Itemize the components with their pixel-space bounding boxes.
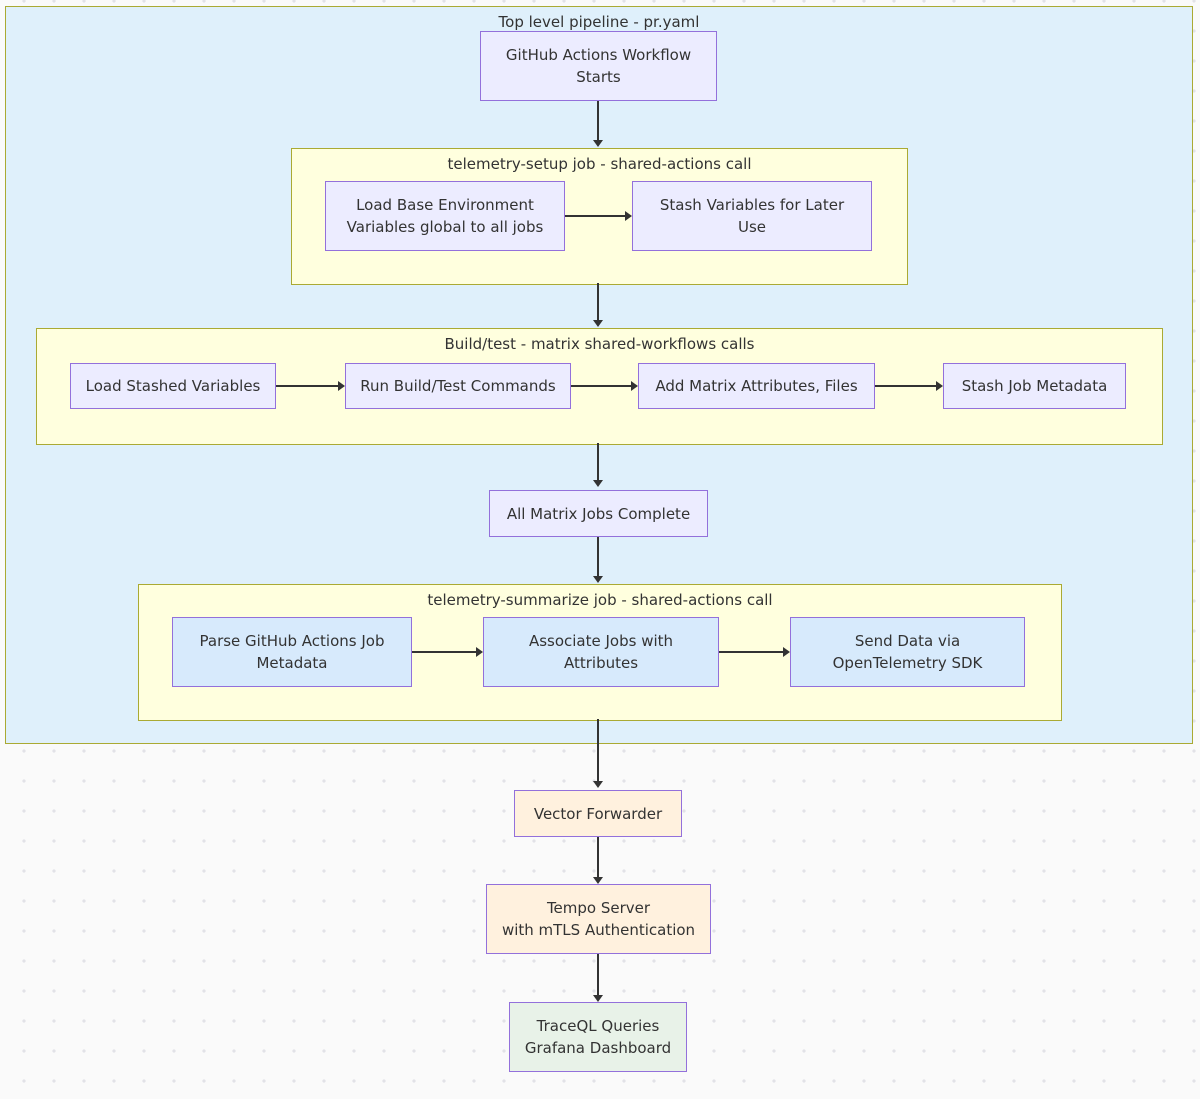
node-stash-variables-for-later-use: Stash Variables for Later Use <box>632 181 872 251</box>
node-add-matrix-attributes-files: Add Matrix Attributes, Files <box>638 363 875 409</box>
node-load-base-environment-variables: Load Base Environment Variables global t… <box>325 181 565 251</box>
edge-tempo-to-traceql-arrow <box>593 954 603 1002</box>
node-traceql-grafana-dashboard: TraceQL Queries Grafana Dashboard <box>509 1002 687 1072</box>
cluster-title-build-test-matrix: Build/test - matrix shared-workflows cal… <box>444 335 755 353</box>
node-run-build-test-commands: Run Build/Test Commands <box>345 363 571 409</box>
edge-parse-to-associate-arrow <box>412 647 483 657</box>
edge-vector-to-tempo-arrow <box>593 837 603 884</box>
node-send-data-via-opentelemetry-sdk: Send Data via OpenTelemetry SDK <box>790 617 1025 687</box>
edge-loadbase-to-stashvars-arrow <box>565 211 632 221</box>
node-stash-job-metadata: Stash Job Metadata <box>943 363 1126 409</box>
edge-complete-to-summarize-arrow <box>593 537 603 583</box>
node-tempo-server-mtls: Tempo Server with mTLS Authentication <box>486 884 711 954</box>
node-all-matrix-jobs-complete: All Matrix Jobs Complete <box>489 490 708 537</box>
edge-summarize-to-vector-arrow <box>593 719 603 788</box>
node-github-actions-workflow-starts: GitHub Actions Workflow Starts <box>480 31 717 101</box>
edge-start-to-setup-arrow <box>593 101 603 147</box>
node-load-stashed-variables: Load Stashed Variables <box>70 363 276 409</box>
edge-build-to-complete-arrow <box>593 443 603 487</box>
edge-setup-to-build-arrow <box>593 283 603 327</box>
node-parse-github-actions-job-metadata: Parse GitHub Actions Job Metadata <box>172 617 412 687</box>
cluster-title-top-level-pipeline: Top level pipeline - pr.yaml <box>498 13 700 31</box>
edge-addmatrix-to-stashmeta-arrow <box>875 381 943 391</box>
edge-loadstashed-to-runbuild-arrow <box>276 381 345 391</box>
cluster-title-telemetry-setup: telemetry-setup job - shared-actions cal… <box>447 155 752 173</box>
node-vector-forwarder: Vector Forwarder <box>514 790 682 837</box>
cluster-title-telemetry-summarize: telemetry-summarize job - shared-actions… <box>427 591 773 609</box>
edge-associate-to-send-arrow <box>719 647 790 657</box>
node-associate-jobs-with-attributes: Associate Jobs with Attributes <box>483 617 719 687</box>
edge-runbuild-to-addmatrix-arrow <box>571 381 638 391</box>
